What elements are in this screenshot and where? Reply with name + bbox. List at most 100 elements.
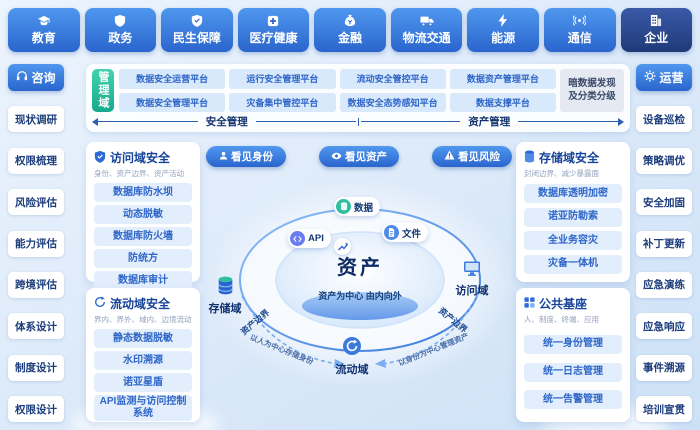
operate-item[interactable]: 安全加固 [636,189,692,216]
see-identity-button[interactable]: 看见身份 [206,146,286,167]
consult-item[interactable]: 现状调研 [8,106,64,133]
industry-education[interactable]: 教育 [8,8,80,52]
platform-pill[interactable]: 数据资产管理平台 [449,69,556,89]
platform-pill[interactable]: 灾备集中管控平台 [229,92,336,112]
consult-item[interactable]: 权限梳理 [8,147,64,174]
base-panel-subtitle: 人、制度、终端、应用 [524,315,599,324]
industry-finance[interactable]: 金融 [314,8,386,52]
operate-header[interactable]: 运营 [636,64,692,91]
flow-item[interactable]: API监测与访问控制系统 [94,395,192,421]
industry-enterprise[interactable]: 企业 [620,8,693,52]
lightning-icon [498,14,508,27]
arrow-left-icon [92,117,98,126]
flow-item[interactable]: 水印溯源 [94,351,192,370]
storage-domain-panel: 存储域安全 封闭边界、减少暴露面 数据库透明加密 诺亚防勒索 全业务容灾 灾备一… [516,142,630,282]
circular-arrows-icon [94,296,106,311]
shield-check-icon [191,14,203,27]
consult-item[interactable]: 权限设计 [8,396,64,422]
operate-item[interactable]: 应急演练 [636,271,692,298]
consult-item[interactable]: 风险评估 [8,189,64,216]
data-db-icon [336,199,351,214]
base-item[interactable]: 统一日志管理 [524,362,622,382]
flow-domain-label-group: 流动域 [328,336,376,377]
platform-grid: 数据安全运营平台 运行安全管理平台 流动安全管控平台 数据资产管理平台 暗数据发… [119,69,624,112]
flow-item[interactable]: 诺亚星盾 [94,373,192,392]
see-identity-label: 看见身份 [231,151,273,163]
industry-label: 金融 [338,31,363,45]
access-item[interactable]: 数据库审计 [94,271,192,290]
see-button-row: 看见身份 看见资产 看见风险 [206,146,512,167]
access-item[interactable]: 数据库防水坝 [94,183,192,202]
file-bubble[interactable]: 文件 [382,223,429,242]
access-domain-label: 访问域 [455,285,489,297]
see-asset-label: 看见资产 [345,151,387,163]
medical-cross-icon [267,15,279,27]
management-domain-box: 管理域 数据安全运营平台 运行安全管理平台 流动安全管控平台 数据资产管理平台 … [86,64,630,132]
access-shield-icon [94,150,106,166]
industry-label: 教育 [31,30,56,45]
dark-data-pill[interactable]: 暗数据发现及分类分级 [560,69,624,112]
code-brackets-icon [290,231,305,246]
money-bag-icon [344,14,356,27]
see-risk-button[interactable]: 看见风险 [432,146,512,167]
industry-healthcare[interactable]: 医疗健康 [237,8,310,52]
access-item[interactable]: 动态脱敏 [94,205,192,224]
platform-pill[interactable]: 数据安全运营平台 [119,69,226,89]
storage-item[interactable]: 数据库透明加密 [524,184,622,204]
signal-icon [573,14,587,27]
api-bubble[interactable]: API [288,229,331,248]
operate-item[interactable]: 设备巡检 [636,106,692,133]
asset-tagline: 资产为中心 由内向外 [318,291,402,301]
operate-title: 运营 [659,71,684,85]
security-management-label: 安全管理 [205,116,248,128]
flow-panel-title: 流动域安全 [110,297,171,311]
storage-item[interactable]: 全业务容灾 [524,231,622,251]
consult-header[interactable]: 咨询 [8,64,64,91]
truck-icon [420,15,434,27]
see-asset-button[interactable]: 看见资产 [319,146,399,167]
operate-item[interactable]: 策略调优 [636,147,692,174]
consult-item[interactable]: 跨境评估 [8,271,64,298]
grid-icon [524,296,535,311]
access-item[interactable]: 防统方 [94,249,192,268]
access-item[interactable]: 数据库防火墙 [94,227,192,246]
access-panel-title: 访问域安全 [110,151,171,165]
eye-icon [331,151,342,163]
graduation-cap-icon [37,15,51,27]
platform-pill[interactable]: 流动安全管控平台 [339,69,446,89]
file-doc-icon [384,225,399,240]
storage-panel-subtitle: 封闭边界、减少暴露面 [524,169,599,178]
storage-cylinder-icon [217,276,234,298]
see-risk-label: 看见风险 [458,151,500,163]
consult-item[interactable]: 体系设计 [8,313,64,340]
data-bubble[interactable]: 数据 [334,197,381,216]
flow-item[interactable]: 静态数据脱敏 [94,329,192,348]
base-item[interactable]: 统一告警管理 [524,390,622,410]
storage-item[interactable]: 灾备一体机 [524,254,622,274]
industry-label: 政务 [108,31,133,45]
operate-item[interactable]: 事件溯源 [636,354,692,381]
storage-item[interactable]: 诺亚防勒索 [524,207,622,227]
warning-triangle-icon [444,150,455,163]
operate-item[interactable]: 培训宣贯 [636,396,692,422]
industry-government[interactable]: 政务 [84,8,157,52]
industry-public-welfare[interactable]: 民生保障 [161,8,233,52]
platform-pill[interactable]: 数据支撑平台 [449,92,556,112]
monitor-icon [463,260,481,280]
flow-domain-label: 流动域 [335,364,369,376]
operate-item[interactable]: 补丁更新 [636,230,692,257]
industry-label: 能源 [491,31,516,45]
consult-item[interactable]: 制度设计 [8,354,64,381]
operate-item[interactable]: 应急响应 [636,313,692,340]
file-bubble-label: 文件 [402,228,422,240]
industry-logistics[interactable]: 物流交通 [390,8,463,52]
platform-pill[interactable]: 数据安全管理平台 [119,92,226,112]
storage-domain-label-group: 存储域 [200,276,250,316]
industry-telecom[interactable]: 通信 [543,8,616,52]
platform-pill[interactable]: 运行安全管理平台 [229,69,336,89]
industry-energy[interactable]: 能源 [467,8,539,52]
consult-item[interactable]: 能力评估 [8,230,64,257]
platform-pill[interactable]: 数据安全态势感知平台 [339,92,446,112]
consult-title: 咨询 [31,71,56,85]
base-item[interactable]: 统一身份管理 [524,334,622,354]
